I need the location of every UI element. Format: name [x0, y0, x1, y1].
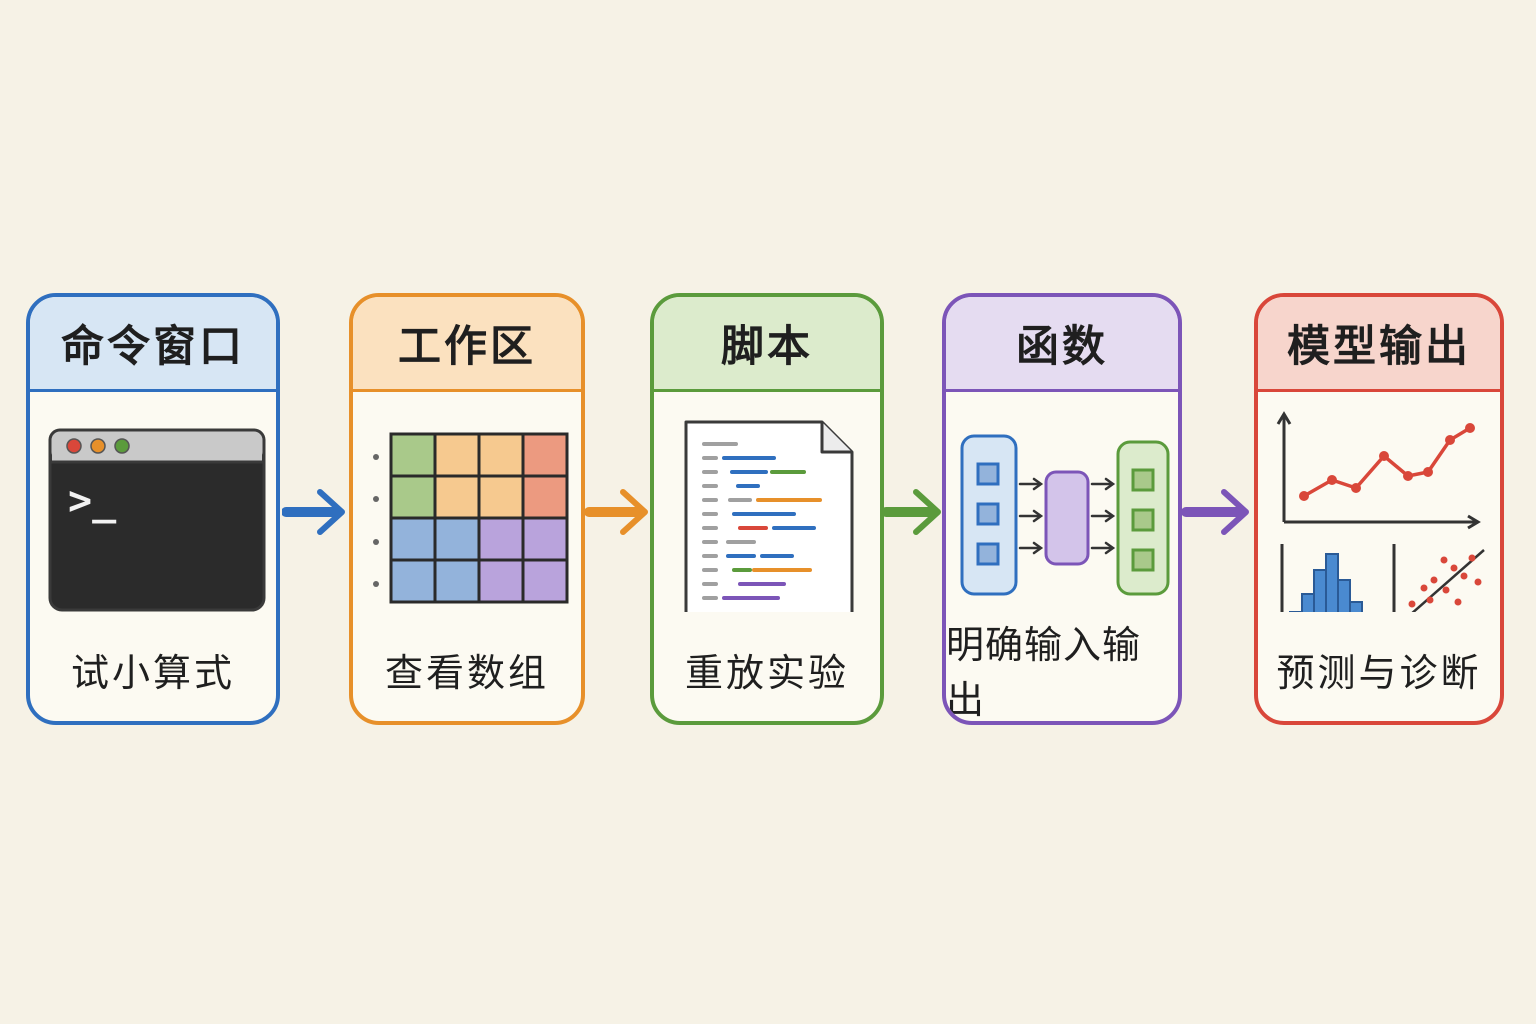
- stage-illustration: [1258, 392, 1500, 612]
- arrow-right-icon: [585, 489, 648, 535]
- arrow-right-icon: [1182, 489, 1249, 535]
- stage-illustration: >_: [30, 392, 276, 612]
- stage-caption: 明确输入输出: [946, 623, 1142, 722]
- stage-illustration: [654, 392, 880, 612]
- line-chart-icon: [1276, 411, 1481, 530]
- scatter-plot-icon: [1392, 544, 1485, 612]
- stage-card-model-output: 模型输出: [1254, 293, 1504, 725]
- terminal-prompt: >_: [68, 478, 117, 524]
- stage-caption: 查看数组: [384, 650, 549, 695]
- stage-header: 命令窗口: [30, 297, 276, 392]
- stage-title: 函数: [1016, 322, 1108, 372]
- stage-header: 工作区: [353, 297, 581, 392]
- stage-card-script: 脚本: [650, 293, 884, 725]
- stage-footer: 试小算式: [30, 639, 276, 699]
- stage-header: 模型输出: [1258, 297, 1500, 392]
- stage-footer: 明确输入输出: [946, 623, 1178, 721]
- stage-footer: 预测与诊断: [1258, 639, 1500, 699]
- histogram-icon: [1280, 544, 1363, 612]
- stage-header: 函数: [946, 297, 1178, 392]
- arrow-right-icon: [282, 489, 345, 535]
- stage-title: 模型输出: [1287, 322, 1471, 372]
- terminal-icon: >_: [48, 428, 266, 612]
- stage-header: 脚本: [654, 297, 880, 392]
- stage-card-command-window: 命令窗口 >_ 试小算式: [26, 293, 280, 725]
- stage-illustration: [946, 392, 1178, 612]
- stage-illustration: [353, 392, 581, 612]
- stage-caption: 重放实验: [684, 650, 849, 695]
- stage-footer: 查看数组: [353, 639, 581, 699]
- spreadsheet-grid-icon: [373, 432, 569, 604]
- stage-card-workspace: 工作区: [349, 293, 585, 725]
- stage-title: 脚本: [721, 322, 813, 372]
- script-document-icon: [684, 420, 854, 612]
- arrow-right-icon: [882, 489, 941, 535]
- stage-card-function: 函数: [942, 293, 1182, 725]
- stage-footer: 重放实验: [654, 639, 880, 699]
- function-block-icon: [960, 434, 1170, 596]
- stage-title: 命令窗口: [61, 322, 245, 372]
- stage-caption: 预测与诊断: [1276, 650, 1482, 695]
- stage-title: 工作区: [398, 322, 536, 372]
- model-charts-icon: [1276, 411, 1485, 612]
- stage-caption: 试小算式: [70, 650, 235, 695]
